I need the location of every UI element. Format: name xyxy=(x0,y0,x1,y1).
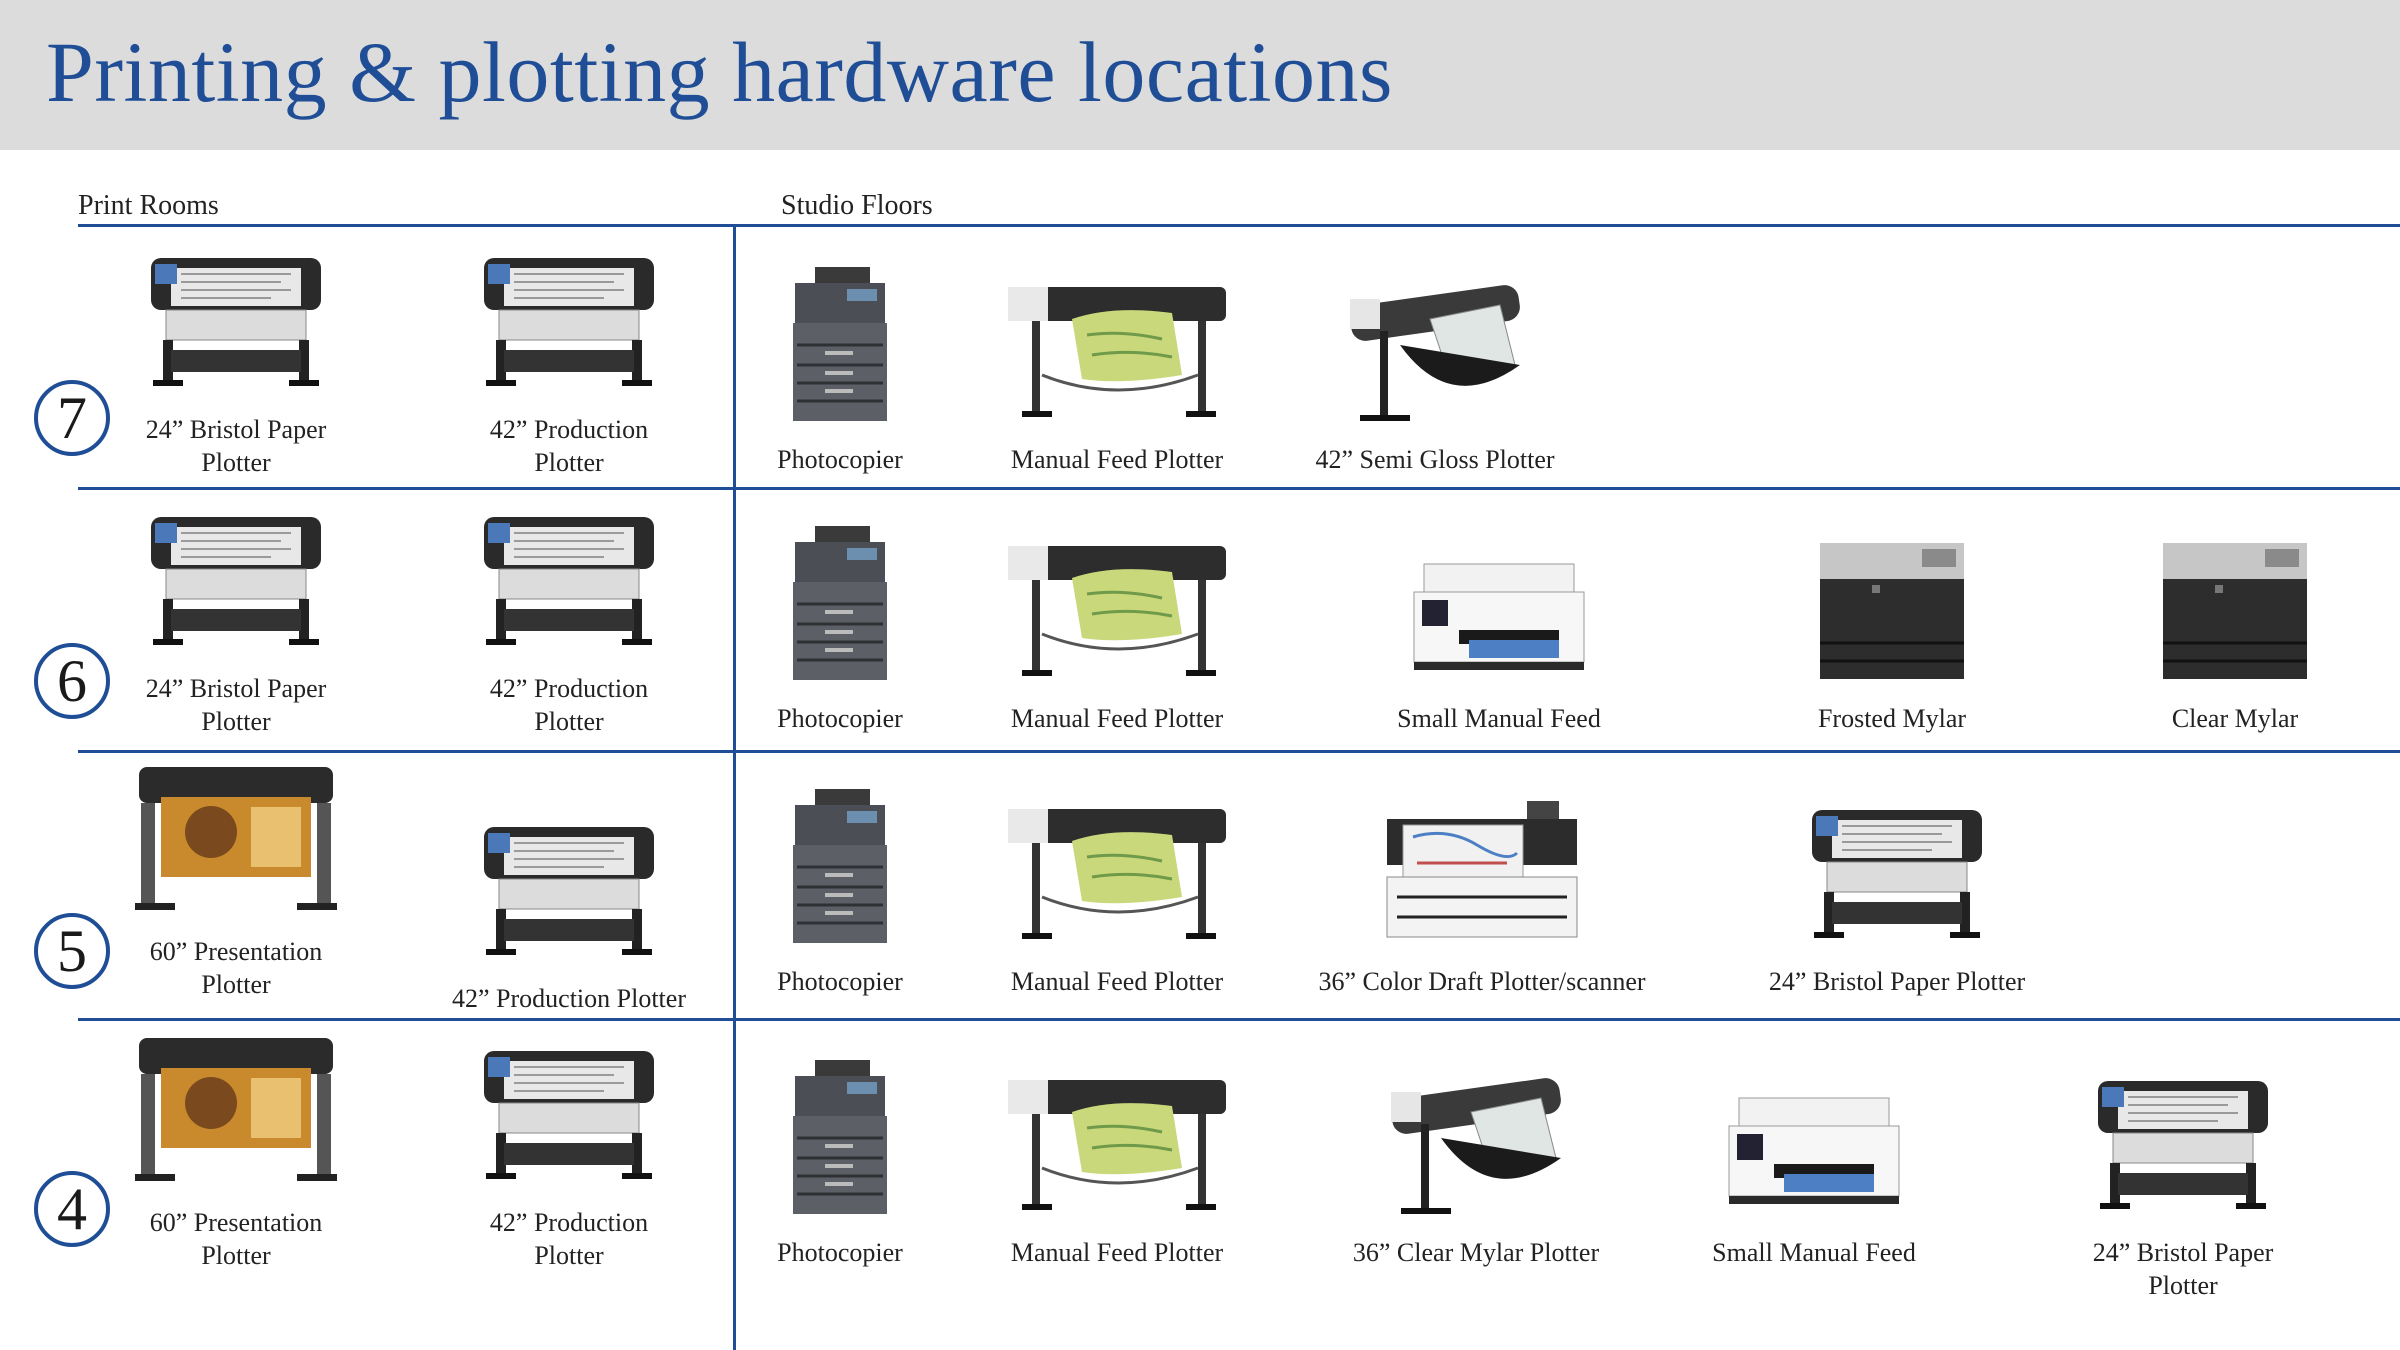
laser-printer-icon xyxy=(1812,539,1972,684)
large-plotter-icon xyxy=(474,1043,664,1188)
studio-device-label: Photocopier xyxy=(777,1238,903,1267)
manual-feed-plotter-icon xyxy=(1002,1068,1232,1218)
print-room-device-label: 60” Presentation Plotter xyxy=(149,1208,323,1270)
print-room-device-label: 42” Production Plotter xyxy=(489,415,649,477)
manual-feed-plotter-icon xyxy=(1002,797,1232,947)
manual-feed-plotter-icon xyxy=(1002,534,1232,684)
print-rooms-separator xyxy=(733,224,736,1350)
large-plotter-icon xyxy=(141,250,331,395)
inkjet-printer-icon xyxy=(1719,1078,1909,1218)
studio-device-label: Manual Feed Plotter xyxy=(1010,445,1224,474)
studio-device-label: 24” Bristol Paper Plotter xyxy=(1768,967,2026,996)
semi-gloss-plotter-icon xyxy=(1381,1068,1571,1218)
large-plotter-icon xyxy=(474,509,664,654)
studio-device-label: Photocopier xyxy=(777,445,903,474)
studio-device-label: Manual Feed Plotter xyxy=(1010,1238,1224,1267)
presentation-plotter-icon xyxy=(131,1028,341,1188)
floor-divider xyxy=(78,750,2400,753)
floor-badge: 7 xyxy=(34,380,110,456)
studio-device-label: 36” Clear Mylar Plotter xyxy=(1352,1238,1600,1267)
studio-device-label: Photocopier xyxy=(777,967,903,996)
studio-device-label: 36” Color Draft Plotter/scanner xyxy=(1318,967,1646,996)
page-title: Printing & plotting hardware locations xyxy=(46,24,1394,120)
studio-device-label: Clear Mylar xyxy=(2171,704,2299,733)
floor-divider xyxy=(78,487,2400,490)
studio-device-label: Manual Feed Plotter xyxy=(1010,704,1224,733)
color-draft-scanner-icon xyxy=(1377,797,1587,947)
header-divider-right xyxy=(733,224,2400,227)
print-room-device-label: 42” Production Plotter xyxy=(452,984,686,1013)
studio-device-label: Small Manual Feed xyxy=(1397,704,1601,733)
large-plotter-icon xyxy=(2088,1073,2278,1218)
studio-device-label: Manual Feed Plotter xyxy=(1010,967,1224,996)
print-room-device-label: 60” Presentation Plotter xyxy=(149,937,323,999)
print-room-device-label: 24” Bristol Paper Plotter xyxy=(145,415,327,477)
studio-device-label: 24” Bristol Paper Plotter xyxy=(2092,1238,2274,1300)
presentation-plotter-icon xyxy=(131,757,341,917)
large-plotter-icon xyxy=(474,819,664,964)
print-room-device-label: 42” Production Plotter xyxy=(489,1208,649,1270)
floor-badge: 6 xyxy=(34,643,110,719)
large-plotter-icon xyxy=(474,250,664,395)
title-bar: Printing & plotting hardware locations xyxy=(0,0,2400,150)
photocopier-icon xyxy=(785,265,895,425)
floor-badge: 4 xyxy=(34,1171,110,1247)
print-room-device-label: 42” Production Plotter xyxy=(489,674,649,736)
studio-floors-heading: Studio Floors xyxy=(781,190,933,221)
large-plotter-icon xyxy=(141,509,331,654)
studio-device-label: 42” Semi Gloss Plotter xyxy=(1315,445,1555,474)
header-divider-left xyxy=(78,224,733,227)
print-room-device-label: 24” Bristol Paper Plotter xyxy=(145,674,327,736)
photocopier-icon xyxy=(785,787,895,947)
studio-device-label: Photocopier xyxy=(777,704,903,733)
floor-badge: 5 xyxy=(34,913,110,989)
large-plotter-icon xyxy=(1802,802,1992,947)
studio-device-label: Small Manual Feed xyxy=(1712,1238,1916,1267)
studio-device-label: Frosted Mylar xyxy=(1817,704,1967,733)
inkjet-printer-icon xyxy=(1404,544,1594,684)
photocopier-icon xyxy=(785,1058,895,1218)
laser-printer-icon xyxy=(2155,539,2315,684)
photocopier-icon xyxy=(785,524,895,684)
floor-divider xyxy=(78,1018,2400,1021)
manual-feed-plotter-icon xyxy=(1002,275,1232,425)
semi-gloss-plotter-icon xyxy=(1340,275,1530,425)
print-rooms-heading: Print Rooms xyxy=(78,190,219,221)
